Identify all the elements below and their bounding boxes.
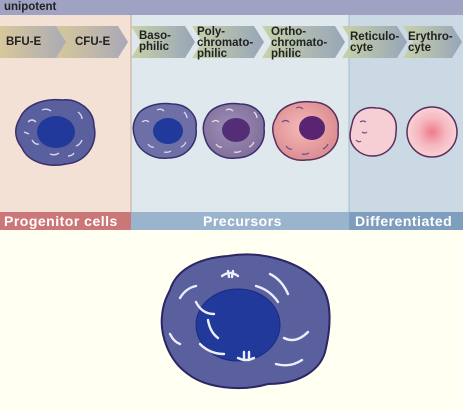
header-title: unipotent bbox=[4, 1, 57, 13]
enlarged-cell bbox=[160, 253, 331, 390]
stage-label-basophilic: Baso- philic bbox=[139, 30, 171, 53]
header-bar bbox=[0, 0, 463, 15]
arrow-bfu-e bbox=[0, 26, 70, 58]
arrow-reticulocyte bbox=[342, 26, 407, 58]
stage-arrows bbox=[0, 26, 462, 58]
stage-label-bfu-e: BFU-E bbox=[6, 36, 42, 48]
progenitor-cell bbox=[15, 98, 96, 166]
erythrocyte-cell bbox=[406, 106, 458, 158]
reticulocyte-cell bbox=[349, 106, 398, 157]
stage-label-cfu-e: CFU-E bbox=[75, 36, 111, 48]
arrow-erythrocyte bbox=[403, 26, 462, 58]
stage-label-erythrocyte: Erythro- cyte bbox=[408, 31, 453, 54]
arrow-cfu-e bbox=[56, 26, 128, 58]
stage-label-polychromatophilic: Poly- chromato- philic bbox=[197, 26, 254, 60]
group-label-progenitor: Progenitor cells bbox=[4, 213, 118, 229]
group-label-precursors: Precursors bbox=[203, 213, 282, 229]
polychromatophilic-cell bbox=[202, 102, 265, 159]
stage-label-orthochromatophilic: Ortho- chromato- philic bbox=[271, 26, 328, 60]
stage-label-reticulocyte: Reticulo- cyte bbox=[350, 31, 400, 54]
progenitor-bar bbox=[0, 212, 131, 230]
arrow-orthochromatophilic bbox=[262, 26, 345, 58]
orthochromatophilic-cell bbox=[272, 100, 339, 161]
differentiated-bar bbox=[349, 212, 463, 230]
arrow-basophilic bbox=[131, 26, 195, 58]
group-label-differentiated: Differentiated bbox=[355, 213, 453, 229]
precursor-bar bbox=[131, 212, 349, 230]
basophilic-cell bbox=[132, 102, 197, 159]
arrow-polychromatophilic bbox=[192, 26, 264, 58]
